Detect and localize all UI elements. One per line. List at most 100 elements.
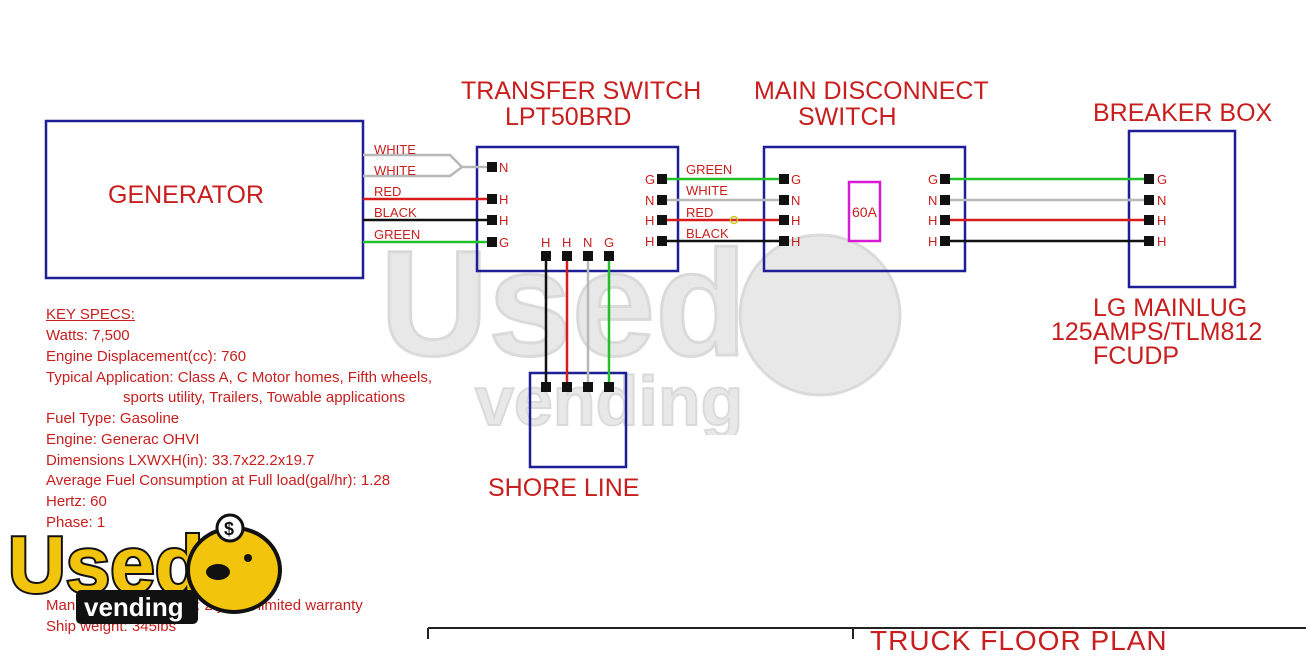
ts-left-letter-3: H — [499, 213, 509, 228]
fuse-label: 60A — [852, 204, 877, 220]
terminal-shore-2 — [562, 382, 572, 392]
terminal-md-right-4 — [940, 236, 950, 246]
main-disconnect-title-1: MAIN DISCONNECT — [754, 77, 989, 105]
floor-plan-title: TRUCK FLOOR PLAN — [870, 625, 1168, 656]
spec-application-1: Typical Application: Class A, C Motor ho… — [46, 369, 432, 386]
ts-to-shore-wires — [544, 256, 611, 387]
terminal-bb-2 — [1144, 195, 1154, 205]
terminal-md-right-2 — [940, 195, 950, 205]
transfer-switch-title-2: LPT50BRD — [505, 103, 632, 131]
logo-pig-snout — [206, 564, 230, 580]
ts-right-letter-2: N — [645, 193, 655, 208]
spec-fuel-consumption: Average Fuel Consumption at Full load(ga… — [46, 472, 391, 489]
shore-line-box — [528, 371, 628, 469]
spec-application-2: sports utility, Trailers, Towable applic… — [123, 389, 406, 406]
wiring-lines — [44, 119, 1306, 639]
ts-right-letter-3: H — [645, 213, 655, 228]
wire-white-1 — [363, 153, 490, 169]
md-left-letter-2: N — [791, 193, 801, 208]
shore-line-label: SHORE LINE — [488, 474, 640, 502]
md-right-letter-3: H — [928, 213, 938, 228]
ts-bottom-letter-4: G — [604, 235, 615, 250]
gen-wire-label-5: GREEN — [374, 227, 421, 242]
main-disconnect-title-2: SWITCH — [798, 103, 897, 131]
key-specs-title: KEY SPECS: — [46, 306, 135, 323]
gen-wire-label-3: RED — [374, 184, 402, 199]
logo-dollar-sign: $ — [224, 519, 234, 539]
md-to-bb-wires — [945, 177, 1149, 243]
md-right-letter-2: N — [928, 193, 938, 208]
ts-bottom-letter-2: H — [562, 235, 572, 250]
terminal-shore-4 — [604, 382, 614, 392]
terminal-bb-1 — [1144, 174, 1154, 184]
terminal-ts-left-4 — [487, 237, 497, 247]
terminal-bb-4 — [1144, 236, 1154, 246]
md-wire-label-2: WHITE — [686, 183, 728, 198]
ts-to-md-wires — [662, 177, 784, 243]
md-left-letter-3: H — [791, 213, 801, 228]
generator-wires — [363, 153, 490, 244]
logo-coin-icon — [215, 513, 245, 543]
breaker-box-title: BREAKER BOX — [1093, 99, 1273, 127]
breaker-box — [1127, 129, 1237, 289]
wire-white-2 — [363, 166, 463, 178]
gen-wire-label-1: WHITE — [374, 142, 416, 157]
spec-hertz: Hertz: 60 — [46, 493, 107, 510]
spec-displacement: Engine Displacement(cc): 760 — [46, 348, 247, 365]
terminal-shore-1 — [541, 382, 551, 392]
bb-letter-3: H — [1157, 213, 1167, 228]
logo-word-vending: vending — [84, 592, 184, 622]
terminal-ts-right-3 — [657, 215, 667, 225]
terminal-md-left-2 — [779, 195, 789, 205]
spec-fuel-type: Fuel Type: Gasoline — [46, 410, 180, 427]
generator-label: GENERATOR — [108, 181, 265, 209]
md-wire-label-1: GREEN — [686, 162, 733, 177]
main-disconnect-box — [762, 145, 967, 273]
terminal-ts-bottom-2 — [562, 251, 572, 261]
md-wire-label-4: BLACK — [686, 226, 729, 241]
md-left-letter-4: H — [791, 234, 801, 249]
watermark-pig-icon — [738, 233, 902, 397]
md-right-letter-1: G — [928, 172, 939, 187]
logo-pig-eye — [244, 554, 252, 562]
terminal-md-left-3 — [779, 215, 789, 225]
spec-watts: Watts: 7,500 — [46, 327, 130, 344]
md-wire-label-3: RED — [686, 205, 714, 220]
terminal-md-left-4 — [779, 236, 789, 246]
transfer-switch-box — [475, 145, 680, 273]
ts-left-letter-2: H — [499, 192, 509, 207]
logo-word-used: Used — [8, 520, 204, 609]
terminal-shore-3 — [583, 382, 593, 392]
spec-engine: Engine: Generac OHVI — [46, 431, 200, 448]
bb-letter-1: G — [1157, 172, 1168, 187]
ts-right-letter-4: H — [645, 234, 655, 249]
wiring-diagram: Used vending — [6, 77, 1306, 656]
ts-right-letter-1: G — [645, 172, 656, 187]
terminal-ts-left-3 — [487, 215, 497, 225]
breaker-box-caption-3: FCUDP — [1093, 342, 1180, 370]
gen-wire-label-2: WHITE — [374, 163, 416, 178]
terminal-ts-left-1 — [487, 162, 497, 172]
ts-bottom-letter-3: N — [583, 235, 593, 250]
watermark-word-used: Used — [380, 219, 747, 387]
spec-phase: Phase: 1 — [46, 514, 106, 531]
md-right-letter-4: H — [928, 234, 938, 249]
terminal-ts-bottom-1 — [541, 251, 551, 261]
logo-banner — [76, 590, 198, 624]
ts-left-letter-4: G — [499, 235, 510, 250]
used-vending-logo: Used vending $ — [6, 513, 282, 624]
bb-letter-2: N — [1157, 193, 1167, 208]
breaker-box-caption-1: LG MAINLUG — [1093, 294, 1248, 322]
bb-letter-4: H — [1157, 234, 1167, 249]
terminal-ts-right-4 — [657, 236, 667, 246]
breaker-box-caption-2: 125AMPS/TLM812 — [1051, 318, 1263, 346]
ts-left-letter-1: N — [499, 160, 509, 175]
gen-wire-label-4: BLACK — [374, 205, 417, 220]
terminal-ts-right-2 — [657, 195, 667, 205]
terminal-md-right-3 — [940, 215, 950, 225]
terminal-bb-3 — [1144, 215, 1154, 225]
spec-dimensions: Dimensions LXWXH(in): 33.7x22.2x19.7 — [46, 452, 315, 469]
terminal-ts-bottom-4 — [604, 251, 614, 261]
terminal-ts-bottom-3 — [583, 251, 593, 261]
fuse-60a-box — [847, 180, 882, 243]
